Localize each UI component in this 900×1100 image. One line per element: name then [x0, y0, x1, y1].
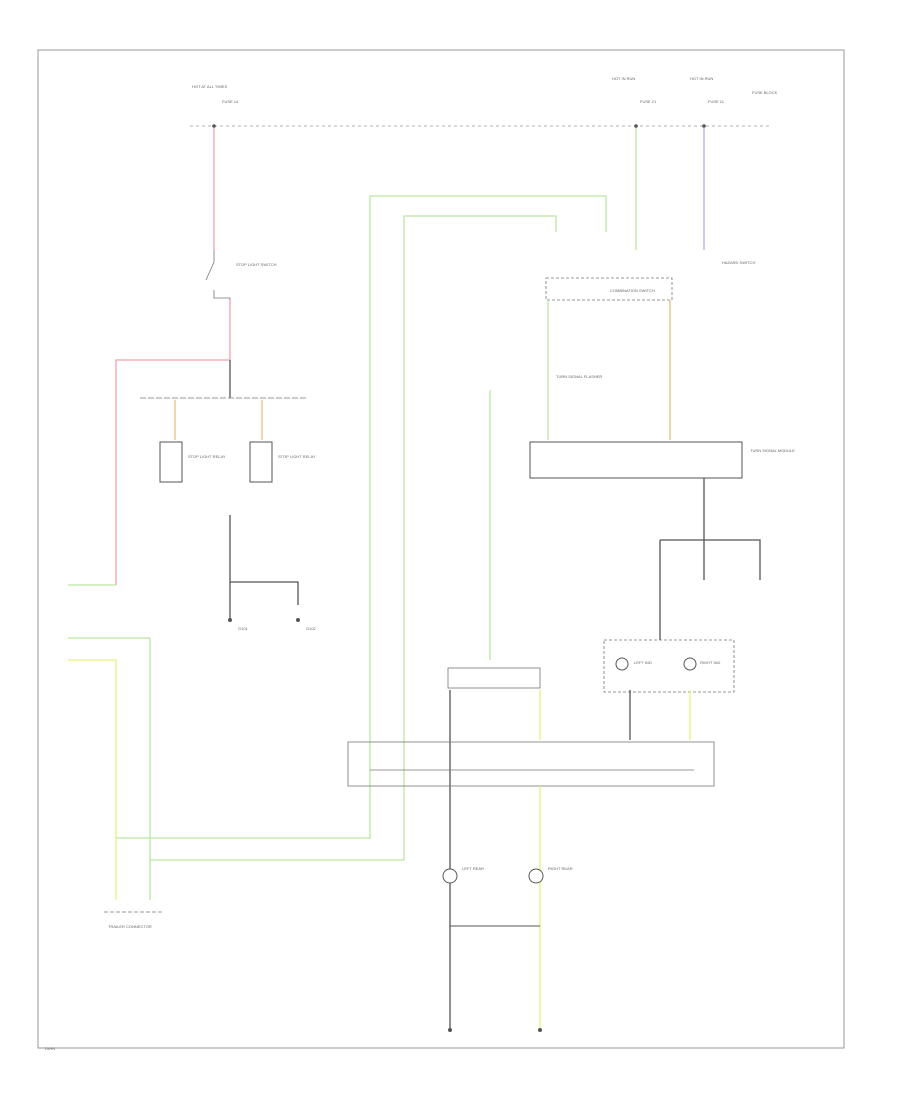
footer-label: TURN [44, 1046, 55, 1051]
wire-lime-left-c [68, 659, 117, 900]
bottom-module-box [347, 741, 715, 787]
relay-right-box [249, 441, 273, 483]
main-module-box [529, 441, 743, 479]
stop-switch-icon [205, 250, 231, 300]
fuse-mid-node [634, 124, 638, 128]
wire-green-long-b [150, 215, 557, 861]
wire-module-branch [660, 539, 761, 580]
stop-switch-label: STOP LIGHT SWITCH [236, 262, 277, 267]
wire-green-left-b [68, 637, 151, 900]
wire-red-left [115, 359, 230, 585]
trailer-connector-label: TRAILER CONNECTOR [108, 924, 152, 929]
fuse-left-node [212, 124, 216, 128]
fuse-right-sub: FUSE 11 [708, 99, 725, 104]
flasher-unit-box [447, 667, 541, 689]
ground-a-label: G101 [238, 626, 249, 631]
fuse-mid-label: HOT IN RUN [612, 76, 635, 81]
hazard-switch-label: HAZARD SWITCH [722, 260, 755, 265]
indicator-left-label: LEFT IND [634, 660, 652, 665]
ground-b-icon [296, 618, 300, 622]
fuse-left-label: HOT AT ALL TIMES [192, 84, 227, 89]
rear-right-label: RIGHT REAR [548, 866, 573, 871]
main-module-label: TURN SIGNAL MODULE [750, 448, 795, 453]
indicator-right-icon [683, 657, 697, 671]
ground-rear-left [448, 1028, 452, 1032]
fuse-mid-sub: FUSE 21 [640, 99, 657, 104]
fuse-right-label: HOT IN RUN [690, 76, 713, 81]
combination-switch-box [545, 277, 673, 301]
relay-left-label: STOP LIGHT RELAY [188, 454, 226, 459]
fuse-block-label: FUSE BLOCK [752, 90, 778, 95]
fuse-left-sub: FUSE 14 [222, 99, 239, 104]
diagram-frame [37, 49, 845, 1049]
relay-left-box [159, 441, 183, 483]
rear-left-icon [442, 868, 458, 884]
rear-left-label: LEFT REAR [462, 866, 484, 871]
wire-green-long-a [116, 195, 607, 839]
indicator-box [603, 639, 735, 693]
relay-right-label: STOP LIGHT RELAY [278, 454, 316, 459]
combination-switch-label: COMBINATION SWITCH [610, 288, 655, 293]
indicator-right-label: RIGHT IND [700, 660, 720, 665]
fuse-right-node [702, 124, 706, 128]
ground-a-icon [228, 618, 232, 622]
indicator-left-icon [615, 657, 629, 671]
wire-ground-left [229, 515, 299, 605]
rear-right-icon [528, 868, 544, 884]
ground-rear-right [538, 1028, 542, 1032]
ground-b-label: G102 [306, 626, 317, 631]
flasher-label: TURN SIGNAL FLASHER [556, 374, 602, 379]
